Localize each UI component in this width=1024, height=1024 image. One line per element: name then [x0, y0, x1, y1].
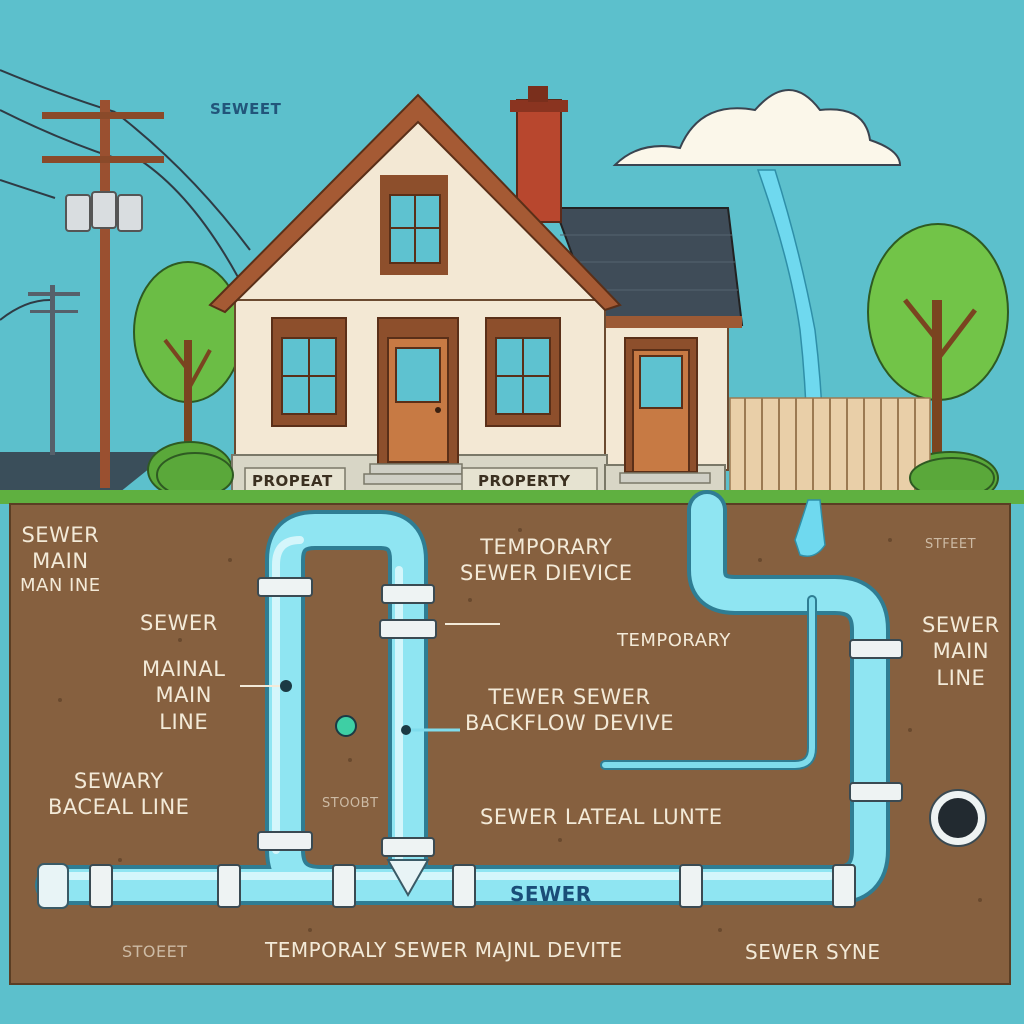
sewer-left-label: SEWER — [140, 611, 218, 635]
temporary-label: TEMPORARY — [617, 630, 731, 651]
cleanout-port — [929, 789, 987, 847]
grass — [0, 490, 1024, 504]
mainal-line-label: MAINAL MAIN LINE — [142, 657, 226, 734]
stoobt-small-label: STOOBT — [322, 796, 379, 811]
utility-pole — [42, 100, 164, 488]
bottom-right-label: SEWER SYNE — [745, 940, 881, 964]
property-sign-right: PROPERTY — [478, 472, 571, 490]
marker-dot — [401, 725, 411, 735]
drain-splash — [794, 499, 826, 557]
house — [208, 86, 744, 496]
street — [0, 452, 170, 492]
pipe-couplings — [89, 577, 903, 908]
backflow-valve — [386, 859, 430, 898]
sewer-main-left-label: SEWER MAIN MAN INE — [20, 523, 101, 596]
bottom-left-label: STOEET — [122, 942, 188, 961]
lateral-line-label: SEWER LATEAL LUNTE — [480, 805, 723, 829]
pipe-end-cap — [37, 863, 69, 909]
stfeet-right-label: STFEET — [925, 537, 977, 552]
fence — [729, 397, 931, 495]
sewer-pipes — [35, 490, 890, 905]
marker-dot — [280, 680, 292, 692]
cloud — [612, 89, 902, 166]
sky-street-label: SEWEET — [210, 100, 282, 118]
marker-dot-green — [335, 715, 357, 737]
backflow-device-label: TEWER SEWER BACKFLOW DEVIVE — [465, 685, 674, 736]
pipe-sewer-label: SEWER — [510, 882, 592, 906]
leader-lines — [240, 623, 500, 732]
bottom-center-label: TEMPORALY SEWER MAJNL DEVITE — [265, 938, 623, 962]
distant-pole — [28, 285, 80, 455]
sewary-line-label: SEWARY BACEAL LINE — [48, 769, 190, 820]
soil-specks — [58, 528, 982, 932]
sewer-main-right-label: SEWER MAIN LINE — [922, 613, 1000, 690]
property-sign-left: PROPEAT — [252, 472, 333, 490]
bushes — [156, 452, 995, 499]
temp-sewer-device-label: TEMPORARY SEWER DIEVICE — [460, 535, 633, 586]
